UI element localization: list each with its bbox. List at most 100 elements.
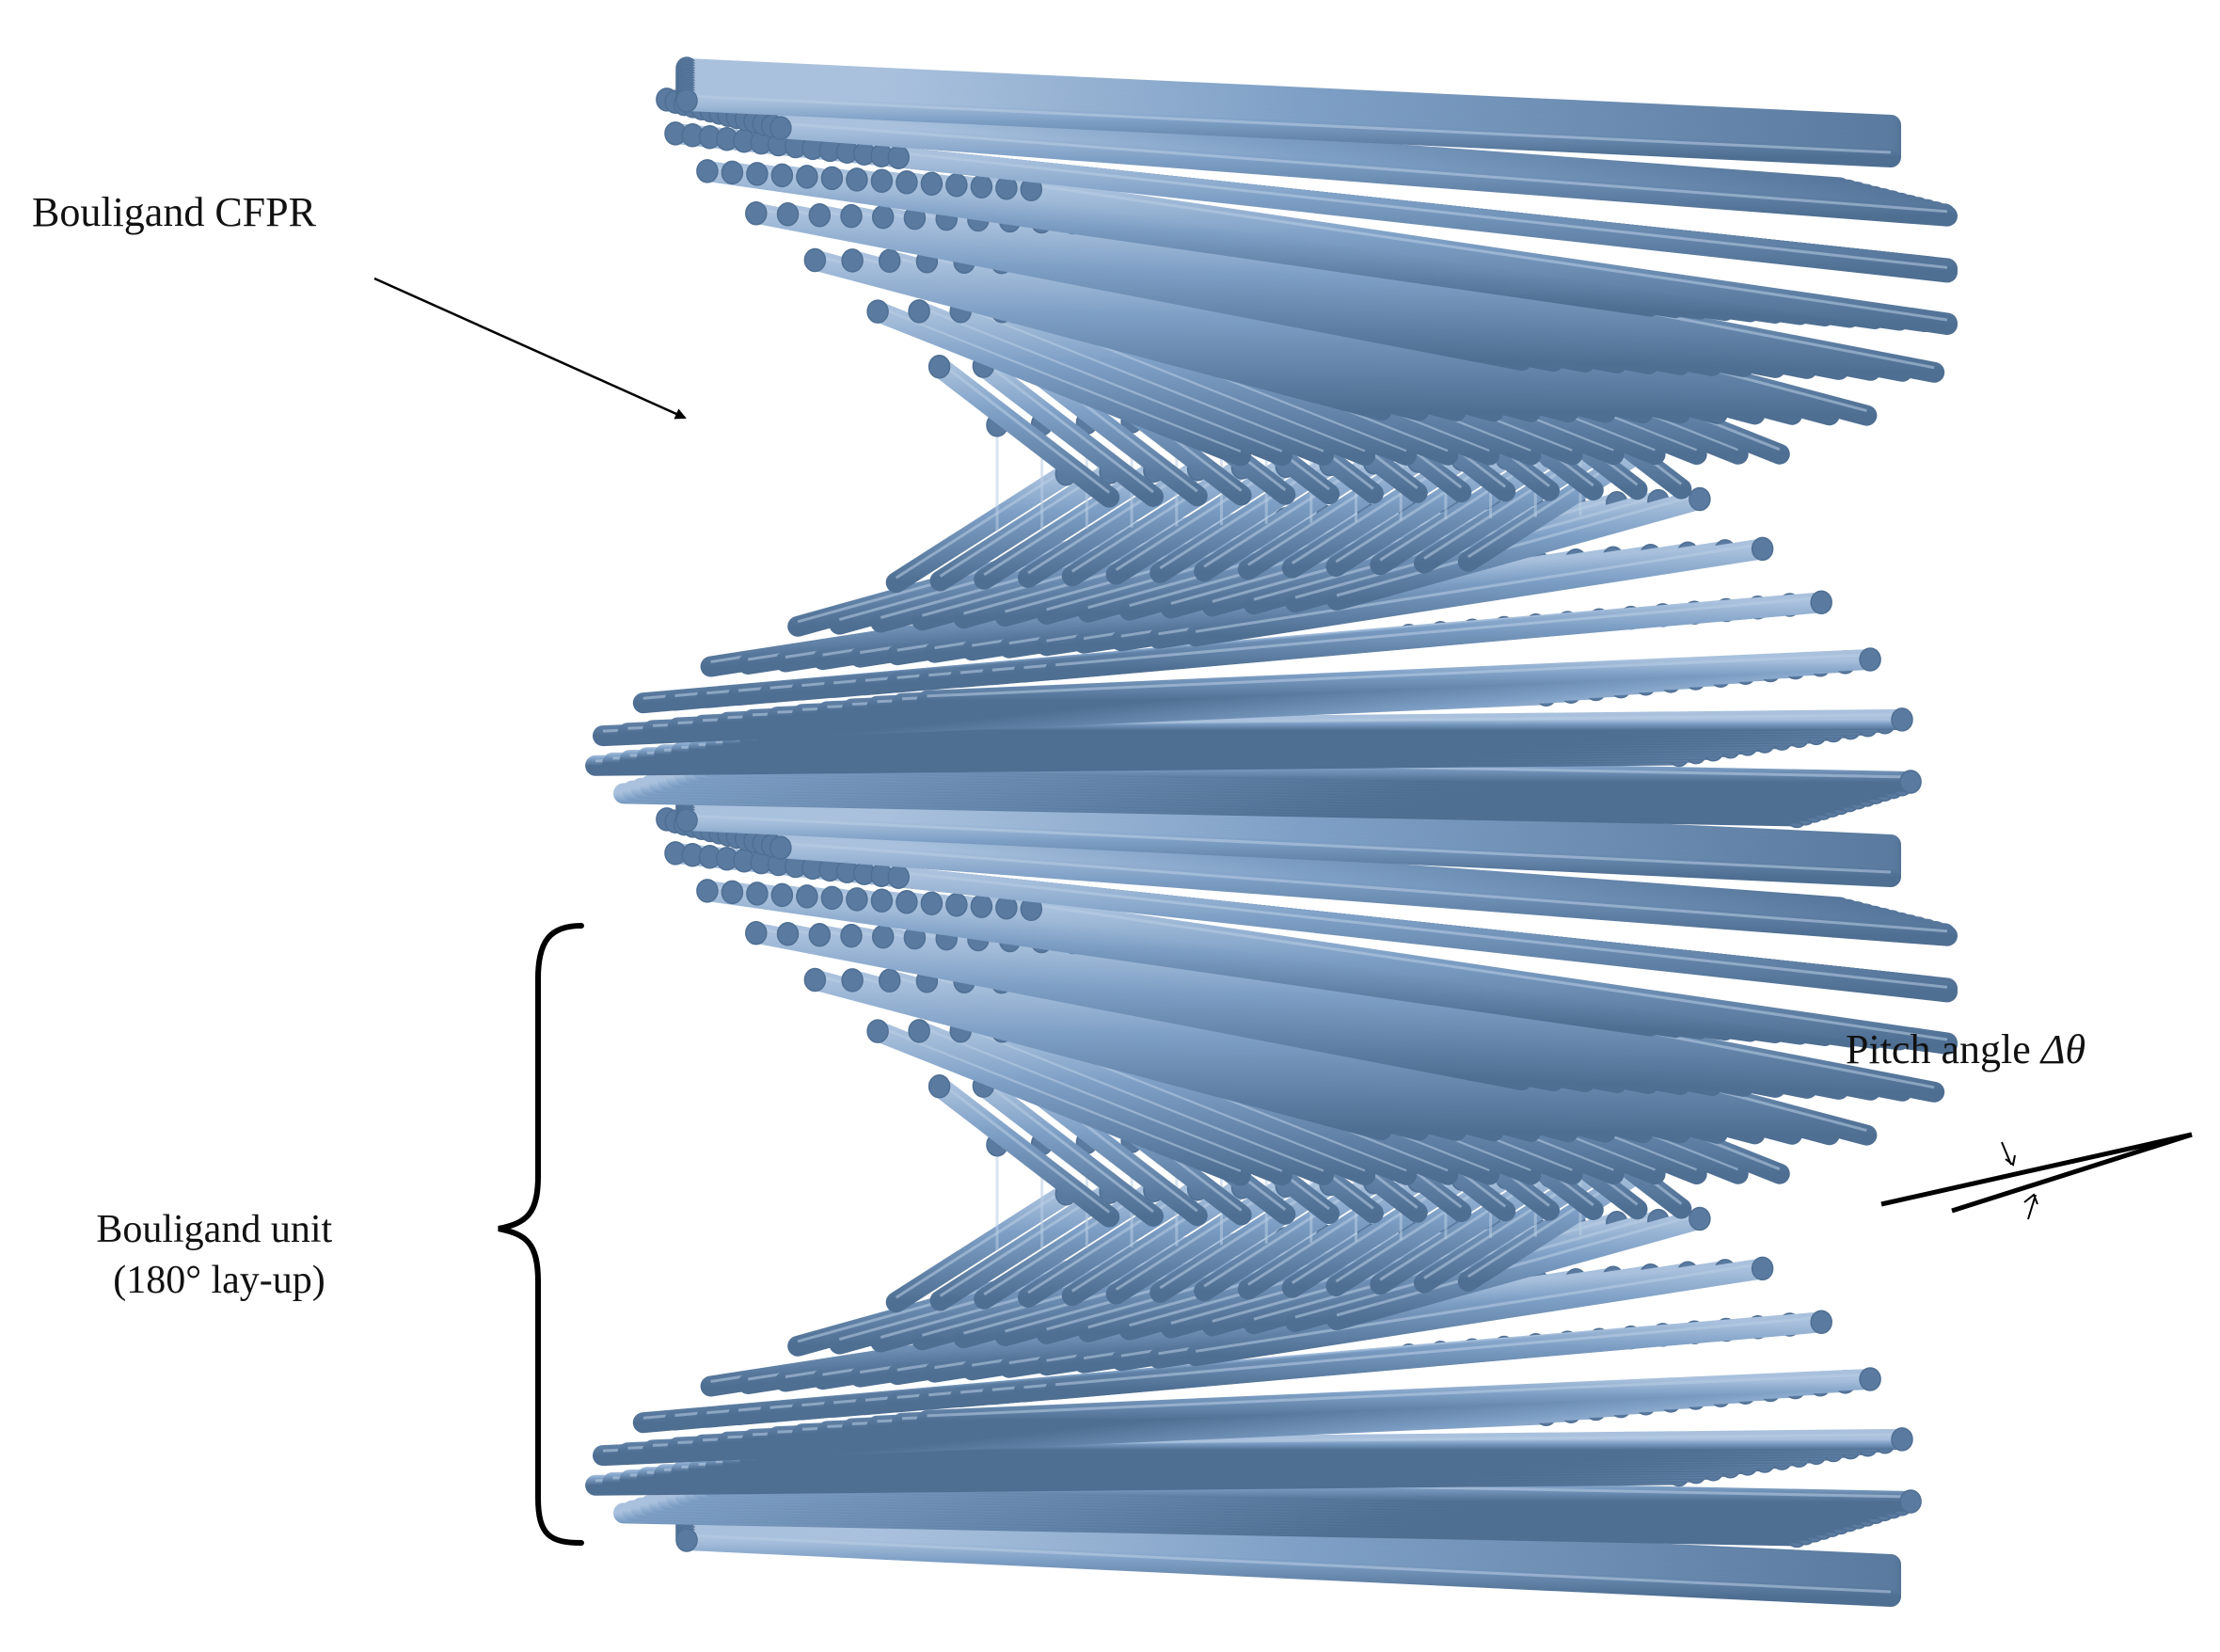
fiber-end (841, 248, 864, 273)
fiber-layer (664, 121, 1958, 283)
fiber-end (675, 88, 698, 113)
fiber-end (675, 1528, 698, 1552)
cfrp-label: Bouligand CFPR (32, 189, 317, 235)
fiber-end (803, 967, 827, 993)
fiber-end (1810, 1310, 1832, 1335)
fiber-end (770, 163, 794, 188)
fiber-layer (632, 1310, 1832, 1434)
fiber-highlight (898, 151, 1948, 269)
fiber-end (945, 173, 968, 198)
fiber-rod (769, 118, 1958, 227)
fiber-highlight (927, 653, 1871, 698)
fiber-layer (656, 807, 1958, 946)
fiber-end (1899, 1489, 1922, 1514)
unit-annotation: Bouligand unit (180° lay-up) (96, 923, 584, 1546)
fiber-end (887, 865, 910, 889)
fiber-rod (867, 301, 1251, 467)
fiber-highlight (780, 841, 1948, 933)
fiber-end (1689, 486, 1711, 512)
fiber-end (945, 893, 968, 917)
fiber-highlight (686, 94, 1892, 154)
fiber-rod (973, 1075, 1164, 1227)
fiber-end (1891, 707, 1913, 732)
fiber-rod (1045, 1311, 1832, 1400)
fiber-end (820, 166, 844, 191)
pitch-annotation: Pitch angle Δθ (1846, 1026, 2193, 1220)
fiber-end (808, 922, 832, 947)
fiber-rod (888, 147, 1958, 283)
fiber-end (878, 248, 901, 274)
fiber-rod (928, 1075, 1120, 1228)
fiber-highlight (1031, 902, 1948, 1041)
fiber-highlight (938, 360, 1111, 494)
fiber-end (770, 882, 794, 908)
fiber-layer (696, 159, 1958, 335)
fiber-end (970, 894, 993, 919)
fiber-rod (950, 300, 1335, 467)
fiber-rod (1326, 488, 1710, 611)
fiber-rod (928, 356, 1120, 508)
fiber-end (696, 159, 719, 183)
fiber-rod (1021, 179, 1958, 335)
fiber-highlight (686, 1533, 1892, 1594)
fiber-layer (664, 841, 1958, 1003)
fiber-rod (867, 1021, 1251, 1186)
fiber-end (696, 879, 719, 903)
cfrp-annotation: Bouligand CFPR (32, 189, 687, 420)
pitch-label: Pitch angle (1846, 1026, 2041, 1072)
fiber-end (928, 355, 951, 379)
fiber-layer (593, 1367, 1881, 1467)
fiber-layer (613, 1468, 1922, 1549)
fiber-highlight (982, 359, 1154, 494)
fiber-end (1810, 590, 1832, 615)
fiber-highlight (982, 1079, 1154, 1214)
fiber-highlight (877, 305, 1242, 453)
fiber-end (866, 299, 889, 324)
fiber-layer (632, 590, 1832, 714)
fiber-end (746, 882, 769, 906)
fiber-end (871, 204, 895, 230)
fiber-end (896, 890, 918, 914)
pitch-line-lower (1951, 1132, 2193, 1214)
fiber-highlight (1195, 1262, 1763, 1353)
fiber-end (1891, 1427, 1913, 1452)
fiber-end (1859, 1367, 1881, 1391)
fiber-highlight (898, 870, 1948, 989)
fiber-layer (585, 1427, 1913, 1496)
fiber-end (796, 884, 818, 909)
svg-text:Bouligand unit (180° lay: Bouligand unit (180° lay-up) (96, 1208, 341, 1302)
fiber-end (970, 174, 993, 199)
fiber-end (840, 923, 863, 948)
fiber-rod (916, 1369, 1881, 1431)
fiber-rod (950, 1020, 1335, 1186)
fiber-highlight (1195, 542, 1763, 633)
svg-text:Pitch angle Δθ: Pitch angle Δθ (1846, 1026, 2085, 1072)
fiber-end (745, 200, 768, 226)
fiber-end (769, 835, 792, 860)
unit-label-line2: (180° lay-up) (113, 1259, 325, 1302)
fiber-end (769, 116, 792, 140)
fiber-end (870, 168, 894, 194)
fiber-highlight (1031, 183, 1948, 322)
fiber-end (675, 808, 698, 833)
fiber-end (776, 201, 800, 227)
fiber-end (928, 1074, 951, 1099)
fiber-end (1859, 647, 1881, 672)
fiber-end (820, 885, 844, 911)
fiber-end (721, 880, 744, 905)
unit-label-line1: Bouligand unit (96, 1208, 332, 1251)
fiber-layer (585, 707, 1913, 776)
fiber-rod (1326, 1208, 1710, 1330)
fiber-end (846, 167, 868, 192)
fiber-rod (676, 1530, 1901, 1607)
fiber-rod (1021, 898, 1958, 1055)
fiber-rod (1045, 592, 1832, 680)
fiber-layer (696, 879, 1958, 1055)
fiber-stack (585, 56, 1958, 1607)
fiber-end (803, 247, 827, 273)
fiber-highlight (1336, 1213, 1701, 1317)
fiber-rod (1185, 538, 1773, 647)
fiber-end (878, 968, 901, 993)
fiber-end (866, 1019, 889, 1043)
fiber-highlight (686, 814, 1892, 874)
